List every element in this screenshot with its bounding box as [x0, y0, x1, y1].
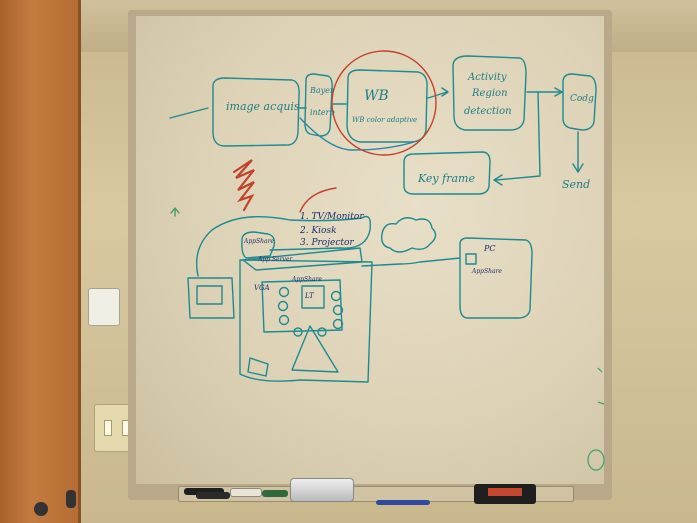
label-app-server: App Server [258, 256, 293, 263]
label-pc: PC [484, 244, 496, 253]
label-appshare-room: AppShare [292, 276, 322, 283]
door [0, 0, 81, 523]
activity-box [452, 55, 527, 131]
list-item-3: 3. Projector [300, 238, 354, 248]
label-appshare-top: AppShare [244, 238, 274, 245]
input-arrow [169, 107, 209, 119]
marker-icon [184, 488, 224, 495]
projector-cone [291, 325, 339, 373]
network-line [361, 257, 461, 267]
list-item-2: 2. Kiosk [300, 226, 337, 236]
label-wb: WB [364, 88, 389, 104]
red-scribble [232, 159, 255, 212]
wb-red-circle [331, 50, 437, 156]
thermostat-icon [88, 288, 120, 326]
coding-box [562, 73, 597, 131]
pc-box [459, 237, 533, 319]
label-activity: Activity [468, 72, 507, 83]
label-wb-sub: WB color adaptive [352, 116, 418, 124]
table-box [261, 279, 343, 333]
image-acquis-box [212, 77, 300, 147]
label-coding: Codg [570, 94, 594, 104]
label-bayer: Bayer [310, 86, 334, 95]
room-outline [239, 259, 373, 383]
bayer-box [304, 73, 333, 137]
monitor-box [187, 277, 235, 319]
keyframe-box [403, 151, 491, 195]
marker-icon [196, 492, 230, 499]
label-lt: LT [305, 292, 314, 300]
label-keyframe: Key frame [418, 172, 475, 185]
marker-icon [376, 500, 430, 505]
marker-icon [262, 490, 288, 497]
door-hinge [66, 490, 76, 508]
wb-box [346, 69, 428, 143]
label-appshare-pc: AppShare [472, 268, 502, 275]
label-image-acquisition: image acquis [226, 100, 300, 113]
connect-loop [195, 215, 372, 277]
switch-toggle-left [104, 420, 112, 436]
appshare-bubble [241, 231, 276, 259]
screen-box [247, 357, 269, 377]
label-send: Send [562, 178, 591, 191]
cloud-icon [380, 217, 437, 253]
eraser-label [488, 488, 522, 496]
spray-bottle-icon [290, 478, 354, 502]
door-knob-icon [34, 502, 48, 516]
list-item-1: 1. TV/Monitor [300, 212, 364, 222]
red-arc [299, 187, 337, 213]
label-region: Region [472, 88, 508, 99]
label-interp: interp [310, 108, 335, 117]
marker-icon [230, 488, 262, 497]
whiteboard [136, 16, 604, 484]
label-vga: VGA [254, 284, 270, 292]
label-detection: detection [464, 106, 512, 117]
